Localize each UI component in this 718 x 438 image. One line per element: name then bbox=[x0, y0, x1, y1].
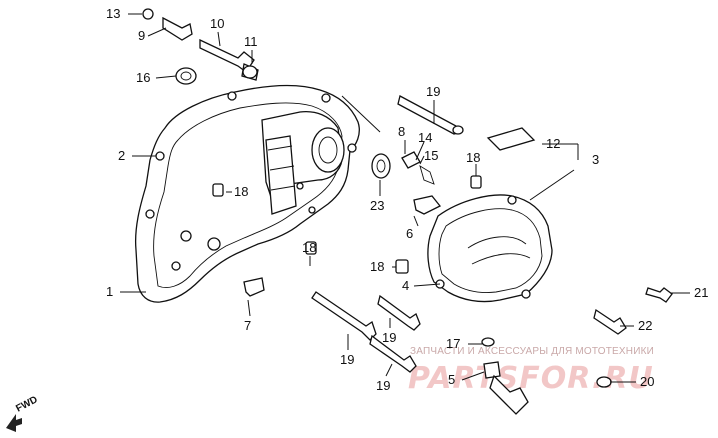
callout-22: 22 bbox=[638, 318, 652, 333]
callout-11: 11 bbox=[244, 34, 258, 49]
callout-17: 17 bbox=[446, 336, 460, 351]
small-hardware bbox=[243, 277, 612, 415]
callout-19: 19 bbox=[340, 352, 354, 367]
callout-16: 16 bbox=[136, 70, 150, 85]
arrow-icon bbox=[6, 414, 22, 432]
dowel-pin bbox=[212, 183, 224, 197]
callout-9: 9 bbox=[138, 28, 145, 43]
seal-and-bushings bbox=[371, 151, 442, 215]
shift-shaft-assembly bbox=[142, 8, 259, 85]
callout-19: 19 bbox=[376, 378, 390, 393]
callout-18: 18 bbox=[370, 259, 384, 274]
callout-19: 19 bbox=[426, 84, 440, 99]
callout-14: 14 bbox=[418, 130, 432, 145]
callout-1: 1 bbox=[106, 284, 113, 299]
crankcase-cover bbox=[134, 84, 360, 303]
callout-19: 19 bbox=[382, 330, 396, 345]
callout-6: 6 bbox=[406, 226, 413, 241]
callout-10: 10 bbox=[210, 16, 224, 31]
callout-23: 23 bbox=[370, 198, 384, 213]
fwd-label: FWD bbox=[14, 394, 39, 414]
callout-4: 4 bbox=[402, 278, 409, 293]
callout-7: 7 bbox=[244, 318, 251, 333]
callout-20: 20 bbox=[640, 374, 654, 389]
side-cover bbox=[305, 127, 553, 303]
callout-2: 2 bbox=[118, 148, 125, 163]
callout-8: 8 bbox=[398, 124, 405, 139]
callout-18: 18 bbox=[302, 240, 316, 255]
watermark-tagline: ЗАПЧАСТИ И АКСЕССУАРЫ ДЛЯ МОТОТЕХНИКИ bbox=[410, 346, 654, 357]
callout-21: 21 bbox=[694, 285, 708, 300]
callout-3: 3 bbox=[592, 152, 599, 167]
callout-labels: 13 9 10 11 16 2 18 1 7 18 19 8 14 15 23 … bbox=[106, 6, 708, 393]
bolts bbox=[311, 95, 673, 373]
callout-18: 18 bbox=[234, 184, 248, 199]
leader-lines bbox=[120, 13, 690, 383]
callout-18: 18 bbox=[466, 150, 480, 165]
callout-13: 13 bbox=[106, 6, 120, 21]
callout-15: 15 bbox=[424, 148, 438, 163]
forward-arrow: FWD bbox=[6, 394, 40, 432]
callout-12: 12 bbox=[546, 136, 560, 151]
watermark-brand: PARTSFOR.RU bbox=[408, 361, 654, 396]
callout-5: 5 bbox=[448, 372, 455, 387]
